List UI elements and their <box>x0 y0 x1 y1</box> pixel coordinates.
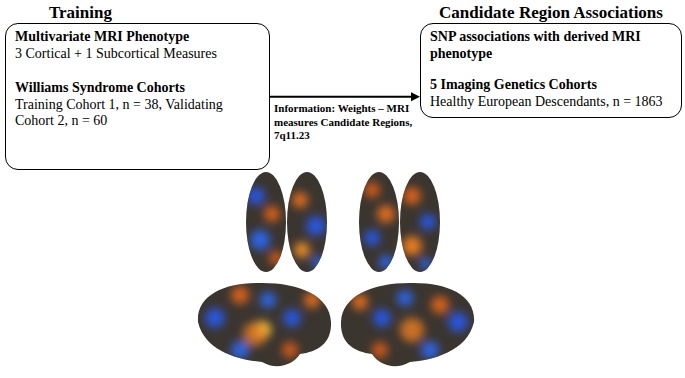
panel-heading: Candidate Region Associations <box>420 2 682 23</box>
edge-label: Information: Weights – MRI measures Cand… <box>274 102 418 143</box>
panel-heading: Training <box>5 2 270 23</box>
lateral-view <box>194 280 334 372</box>
dorsal-view <box>355 168 445 278</box>
section-heading: Williams Syndrome Cohorts <box>15 80 261 97</box>
section-heading: SNP associations with derived MRI phenot… <box>430 29 673 63</box>
rounded-box: Multivariate MRI Phenotype3 Cortical + 1… <box>5 23 270 170</box>
dorsal-view <box>240 168 335 278</box>
body-text: Healthy European Descendants, n = 1863 <box>430 94 673 111</box>
body-text: 3 Cortical + 1 Subcortical Measures <box>15 46 261 63</box>
arrowhead <box>411 92 420 101</box>
section-heading: 5 Imaging Genetics Cohorts <box>430 77 673 94</box>
node-group: Candidate Region AssociationsSNP associa… <box>420 2 682 118</box>
section-heading: Multivariate MRI Phenotype <box>15 29 261 46</box>
node-group: TrainingMultivariate MRI Phenotype3 Cort… <box>5 2 270 170</box>
arrow-connector <box>270 92 420 101</box>
body-text: Training Cohort 1, n = 38, Validating Co… <box>15 97 261 131</box>
connector-line <box>270 96 412 98</box>
rounded-box: SNP associations with derived MRI phenot… <box>420 23 682 118</box>
lateral-view <box>338 280 478 372</box>
